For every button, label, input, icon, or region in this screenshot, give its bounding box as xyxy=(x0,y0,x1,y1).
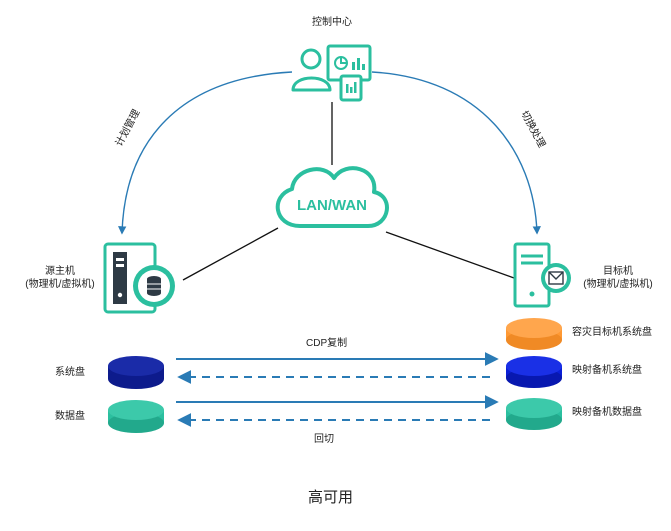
mapped-data-disk-label: 映射备机数据盘 xyxy=(572,407,642,418)
source-host-server-icon xyxy=(103,242,175,314)
lan-wan-cloud-icon xyxy=(275,166,389,228)
target-standby-system-disk xyxy=(506,318,562,350)
source-data-disk-label: 数据盘 xyxy=(55,411,85,422)
failback-label: 回切 xyxy=(314,434,334,445)
source-data-disk xyxy=(108,400,164,433)
target-host-title: 目标机 xyxy=(603,266,633,277)
link-network-to-source xyxy=(182,227,279,281)
plan-management-label: 计划管理 xyxy=(112,107,142,148)
link-network-to-target xyxy=(385,231,515,279)
mapped-data-disk xyxy=(506,398,562,430)
source-host-title: 源主机 xyxy=(45,266,75,277)
mapped-system-disk-label: 映射备机系统盘 xyxy=(572,365,642,376)
control-center-label: 控制中心 xyxy=(312,17,352,28)
plan-management-arrow xyxy=(118,71,293,235)
target-standby-system-disk-label: 容灾目标机系统盘 xyxy=(572,327,652,338)
cdp-replication-label: CDP复制 xyxy=(306,338,348,349)
network-label: LAN/WAN xyxy=(297,197,367,214)
source-system-disk-label: 系统盘 xyxy=(55,367,85,378)
diagram-caption: 高可用 xyxy=(308,489,354,506)
mapped-system-disk xyxy=(506,356,562,388)
control-center-icon xyxy=(291,44,372,102)
source-host-subtitle: (物理机/虚拟机) xyxy=(25,279,95,290)
target-host-server-icon xyxy=(513,242,571,308)
switch-handling-arrow xyxy=(371,71,541,235)
target-host-subtitle: (物理机/虚拟机) xyxy=(583,279,653,290)
switch-handling-label: 切换处理 xyxy=(518,108,548,149)
source-system-disk xyxy=(108,356,164,389)
